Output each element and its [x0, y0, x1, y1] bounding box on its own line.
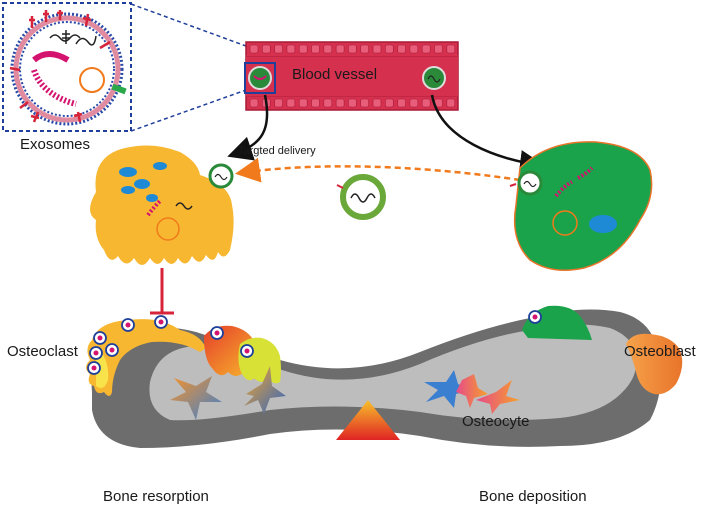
- exosome-transfer-arrow: [235, 157, 521, 183]
- endothelial-cell: [323, 44, 333, 54]
- endothelial-cell: [261, 44, 271, 54]
- endothelial-cell: [409, 98, 419, 108]
- endothelial-cell: [286, 98, 296, 108]
- endothelial-cell: [397, 44, 406, 54]
- endothelial-cell: [360, 44, 370, 54]
- exosome-core-icon: [97, 335, 103, 341]
- osteocyte-icon: [424, 370, 470, 408]
- endothelial-cell: [323, 98, 333, 108]
- osteoclast-left: [86, 319, 206, 396]
- endothelial-cell: [249, 98, 259, 108]
- endothelial-cell: [409, 44, 419, 54]
- endothelial-cell: [249, 44, 259, 54]
- endothelial-cell: [335, 98, 345, 108]
- endothelial-cell: [434, 44, 443, 54]
- endothelial-cell: [384, 98, 394, 108]
- vessel-cell-rows: [249, 44, 456, 108]
- label-bone-deposition: Bone deposition: [479, 488, 587, 505]
- exosome-core-icon: [125, 322, 131, 328]
- receptor-icon: [111, 83, 127, 95]
- endothelial-cell: [348, 98, 357, 108]
- dna-icon: [62, 30, 70, 44]
- endothelial-cell: [384, 44, 394, 54]
- exosome-core-icon: [93, 350, 99, 356]
- exosome-badges: [87, 310, 542, 375]
- endothelial-cell: [274, 98, 283, 108]
- endothelial-cell: [298, 98, 308, 108]
- endothelial-cell: [446, 44, 456, 54]
- blood-vessel: [244, 41, 459, 111]
- nucleus-icon: [589, 215, 617, 233]
- osteocyte-icon: [456, 374, 488, 408]
- vesicle-icon: [79, 67, 105, 93]
- endothelial-cell: [335, 44, 345, 54]
- endothelial-cell: [348, 44, 357, 54]
- osteoblast-orange: [626, 333, 683, 395]
- label-blood-vessel: Blood vessel: [292, 66, 378, 83]
- osteoclast-cell: [90, 145, 234, 265]
- inset-source-box: [244, 62, 276, 94]
- green-cell: [513, 141, 653, 271]
- label-bone-resorption: Bone resorption: [103, 488, 209, 505]
- label-osteoclast: Osteoclast: [7, 343, 78, 360]
- rna-helix: [31, 68, 77, 107]
- exosome-core-icon: [532, 314, 538, 320]
- label-exosomes: Exosomes: [20, 136, 91, 153]
- exosome-inset: [2, 2, 247, 132]
- exosome-core-icon: [158, 319, 164, 325]
- vesicle-icon: [156, 217, 180, 241]
- osteocyte-icon: [244, 366, 286, 414]
- endothelial-cell: [298, 44, 308, 54]
- endothelial-cell: [286, 44, 296, 54]
- rna-icon: [146, 199, 162, 217]
- label-osteoblast: Osteoblast: [624, 343, 696, 360]
- exosome-core-icon: [244, 348, 250, 354]
- exosome-icon: [248, 66, 272, 90]
- rna-icon: [554, 180, 573, 198]
- endothelial-cell: [311, 98, 320, 108]
- mirna-squiggle: [49, 34, 81, 42]
- exosome-icon: [509, 170, 543, 196]
- endothelial-cell: [446, 98, 456, 108]
- endothelial-cell: [421, 98, 431, 108]
- exosome-membrane-inner: [19, 21, 115, 117]
- inset-border: [2, 2, 132, 132]
- exosome-icon: [208, 163, 234, 189]
- endothelial-cell: [274, 44, 283, 54]
- exosome-core-icon: [214, 330, 220, 336]
- osteocyte-icon: [170, 376, 222, 420]
- endothelial-cell: [372, 98, 382, 108]
- mrna-strand: [32, 51, 70, 63]
- delivery-arrow-osteoclast: [227, 94, 269, 161]
- endothelial-cell: [397, 98, 406, 108]
- endothelial-cell: [360, 98, 370, 108]
- vesicle-icon: [552, 210, 578, 236]
- endothelial-cell: [311, 44, 320, 54]
- label-osteocyte: Osteocyte: [462, 413, 530, 430]
- nuclei-icons: [119, 162, 167, 202]
- exosome-core-icon: [109, 347, 115, 353]
- surface-protein-icons: [9, 10, 111, 123]
- green-cell-body: [513, 141, 653, 271]
- mirna-icon: [175, 202, 193, 210]
- label-targeted-delivery: Targted delivery: [238, 145, 316, 157]
- endothelial-cell: [421, 44, 431, 54]
- osteoclast-right: [238, 337, 281, 384]
- exosome-core-icon: [91, 365, 97, 371]
- osteocyte-icon: [476, 380, 520, 414]
- rna-icon: [577, 166, 594, 180]
- exosome-icon: [422, 66, 446, 90]
- fulcrum-icon: [336, 400, 400, 440]
- exosome-icon: [336, 174, 386, 220]
- endothelial-cell: [372, 44, 382, 54]
